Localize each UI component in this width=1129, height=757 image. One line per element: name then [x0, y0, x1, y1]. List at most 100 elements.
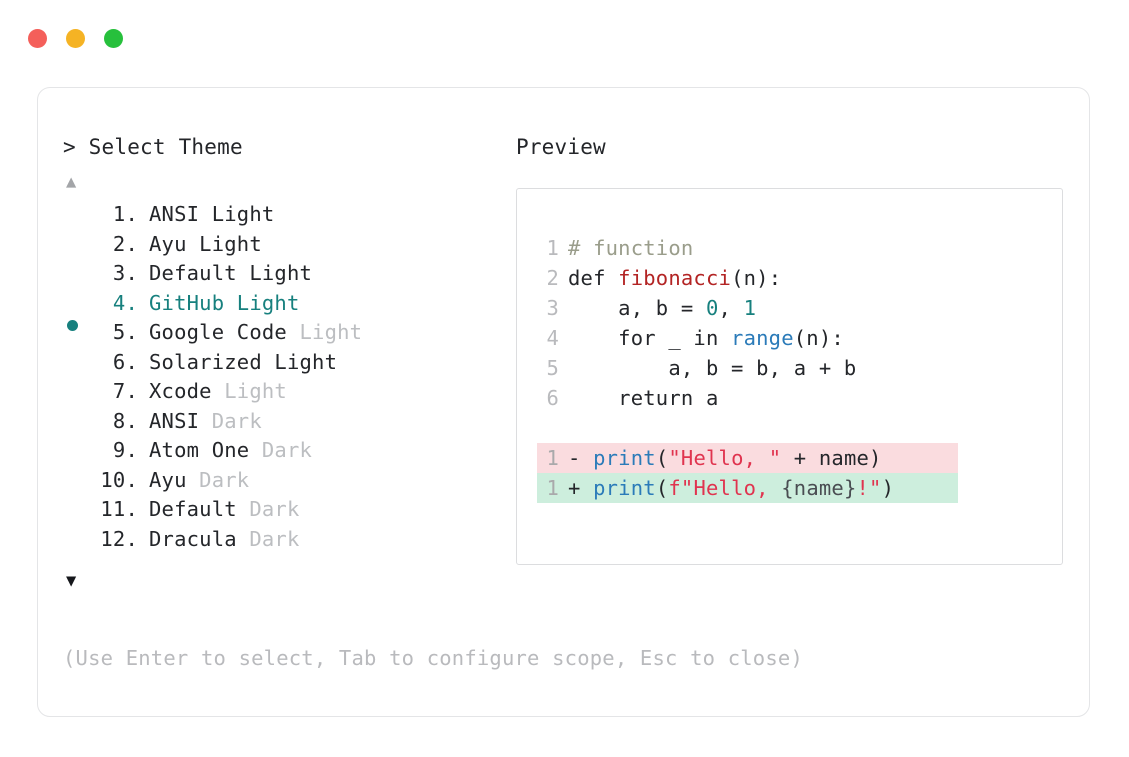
code-token-string: !"	[856, 476, 882, 500]
theme-item-name: Ayu	[149, 231, 187, 256]
code-text: # function	[559, 233, 693, 263]
code-token-plain: )	[881, 476, 895, 500]
theme-list-item[interactable]: 2.Ayu Light	[63, 230, 516, 260]
theme-list-item[interactable]: 7. Xcode Light	[63, 377, 516, 407]
theme-item-index: 6.	[112, 349, 138, 374]
preview-title: Preview	[516, 135, 606, 159]
theme-list-item[interactable]: 6. Solarized Light	[63, 348, 516, 378]
code-token-plain: (	[655, 446, 669, 470]
line-number: 2	[546, 266, 559, 290]
code-token-builtin: print	[593, 476, 656, 500]
theme-item-variant: Dark	[186, 467, 250, 492]
theme-item-name: Ayu	[149, 467, 187, 492]
code-token-brace: {name}	[781, 476, 857, 500]
theme-item-index: 4.	[112, 290, 138, 315]
theme-item-index: 10.	[100, 467, 138, 492]
line-number: 6	[546, 386, 559, 410]
theme-item-variant: Dark	[199, 408, 262, 433]
theme-item-variant: Light	[261, 349, 338, 374]
theme-list-item[interactable]: 10. Ayu Dark	[63, 466, 516, 496]
theme-item-variant: Dark	[249, 438, 313, 462]
diff-line: 1 + print(f"Hello, {name}!")	[537, 473, 958, 503]
code-token-plain: for _ in	[568, 326, 732, 350]
code-token-plain: a, b = b, a + b	[568, 356, 857, 380]
theme-list-item[interactable]: 11. Default Dark	[63, 495, 516, 525]
theme-item-index: 1.	[112, 202, 138, 226]
code-text: def fibonacci(n):	[559, 263, 781, 293]
close-window-button[interactable]	[28, 29, 47, 48]
theme-item-index: 11.	[100, 497, 138, 521]
theme-item-name: Default	[149, 497, 237, 521]
line-number: 1	[546, 446, 559, 470]
theme-item-name: Default	[149, 261, 237, 285]
theme-item-variant: Light	[211, 379, 287, 403]
theme-item-name: Solarized	[149, 349, 262, 374]
theme-item-name: ANSI	[149, 408, 200, 433]
line-number: 4	[546, 326, 559, 350]
theme-item-index: 7.	[112, 379, 138, 403]
theme-item-variant: Light	[236, 261, 313, 285]
theme-list-item[interactable]: 4. GitHub Light	[63, 289, 516, 331]
code-token-num: 0	[705, 296, 719, 320]
code-token-builtin: print	[593, 446, 656, 470]
code-token-plain: (	[655, 476, 669, 500]
minimize-window-button[interactable]	[66, 29, 85, 48]
code-line: 3 a, b = 0, 1	[537, 293, 1062, 323]
code-token-comment: # function	[568, 236, 694, 260]
code-line: 4 for _ in range(n):	[537, 323, 1062, 353]
code-token-string: "Hello, "	[668, 446, 782, 470]
code-token-plain: +	[568, 476, 594, 500]
theme-item-name: Xcode	[149, 379, 212, 403]
theme-list-item[interactable]: 5.Google Code Light	[63, 318, 516, 348]
scroll-up-icon[interactable]: ▲	[66, 172, 77, 192]
theme-item-name: ANSI	[149, 202, 200, 226]
code-line: 1 # function	[537, 233, 1062, 263]
diff-block: 1- print("Hello, " + name)1+ print(f"Hel…	[537, 443, 1062, 503]
code-token-plain: return a	[568, 386, 719, 410]
code-token-plain: a, b =	[568, 296, 706, 320]
code-text: - print("Hello, " + name)	[559, 443, 882, 473]
theme-list-item[interactable]: 1.ANSI Light	[63, 200, 516, 230]
code-text: for _ in range(n):	[559, 323, 844, 353]
theme-item-variant: Dark	[236, 526, 300, 551]
code-spacer	[537, 413, 1062, 443]
theme-item-index: 8.	[112, 408, 138, 433]
code-text: a, b = b, a + b	[559, 353, 856, 383]
theme-item-index: 9.	[112, 438, 138, 462]
code-text: a, b = 0, 1	[559, 293, 756, 323]
line-number: 1	[546, 236, 559, 260]
theme-list-item[interactable]: 3. Default Light	[63, 259, 516, 289]
code-token-plain: + name)	[781, 446, 882, 470]
theme-list-item[interactable]: 9.Atom One Dark	[63, 436, 516, 466]
theme-item-variant: Dark	[236, 497, 300, 521]
theme-item-index: 3.	[112, 261, 138, 285]
code-line: 6 return a	[537, 383, 1062, 413]
maximize-window-button[interactable]	[104, 29, 123, 48]
line-number: 3	[546, 296, 559, 320]
theme-list-item[interactable]: 12.Dracula Dark	[63, 525, 516, 555]
theme-item-variant: Light	[286, 320, 363, 344]
line-number: 1	[546, 476, 559, 500]
code-token-builtin: range	[731, 326, 794, 350]
theme-item-variant: Light	[224, 290, 300, 315]
code-token-string: f"Hello,	[668, 476, 782, 500]
code-token-num: 1	[743, 296, 757, 320]
theme-item-name: GitHub	[149, 290, 225, 315]
line-number: 5	[546, 356, 559, 380]
code-token-plain: def	[568, 266, 619, 290]
code-token-func: fibonacci	[618, 266, 732, 290]
theme-item-index: 12.	[100, 526, 138, 551]
theme-item-name: Google Code	[149, 320, 287, 344]
theme-list-item[interactable]: 8. ANSI Dark	[63, 407, 516, 437]
diff-line: 1- print("Hello, " + name)	[537, 443, 958, 473]
code-token-plain: ,	[718, 296, 744, 320]
scroll-down-icon[interactable]: ▼	[66, 571, 77, 591]
code-token-plain: (n):	[793, 326, 844, 350]
